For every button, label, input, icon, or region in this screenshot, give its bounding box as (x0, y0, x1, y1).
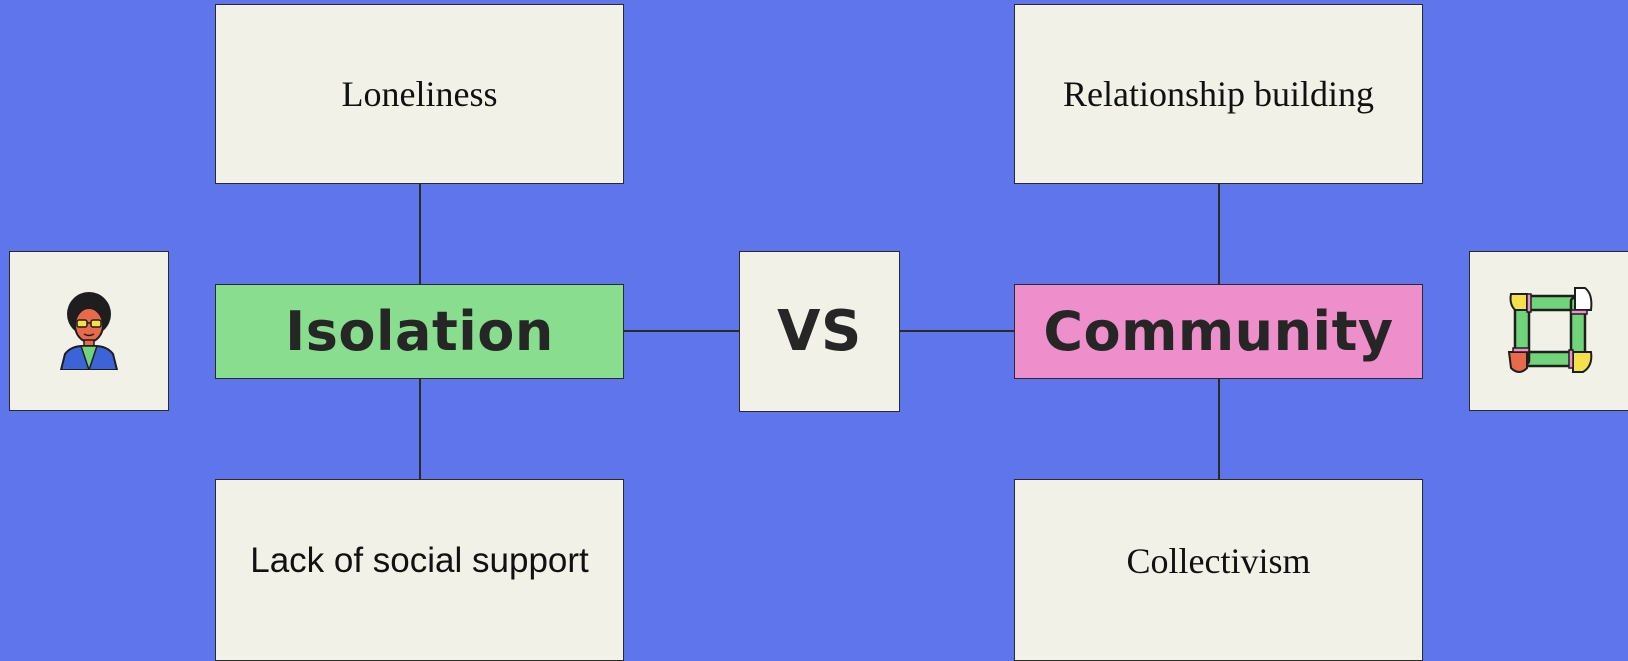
connector-left-top (419, 184, 421, 285)
joined-hands-icon (1505, 286, 1595, 376)
right-icon-tile (1469, 251, 1628, 411)
vs-box: VS (739, 251, 900, 412)
left-title-box: Isolation (215, 284, 624, 379)
right-top-box: Relationship building (1014, 4, 1423, 184)
connector-vs-right (899, 330, 1016, 332)
left-icon-tile (9, 251, 169, 411)
left-bottom-label: Lack of social support (250, 541, 589, 580)
right-bottom-label: Collectivism (1126, 541, 1311, 581)
connector-left-bottom (419, 378, 421, 480)
person-with-afro-icon (57, 292, 121, 370)
left-bottom-box: Lack of social support (215, 479, 624, 661)
connector-right-bottom (1218, 378, 1220, 480)
connector-right-top (1218, 184, 1220, 285)
left-top-box: Loneliness (215, 4, 624, 184)
right-top-label: Relationship building (1063, 74, 1374, 114)
vs-label: VS (777, 299, 862, 364)
connector-left-vs (623, 330, 740, 332)
right-title-box: Community (1014, 284, 1423, 379)
right-title: Community (1043, 300, 1394, 363)
left-title: Isolation (285, 300, 554, 363)
right-bottom-box: Collectivism (1014, 479, 1423, 661)
left-top-label: Loneliness (341, 74, 498, 114)
